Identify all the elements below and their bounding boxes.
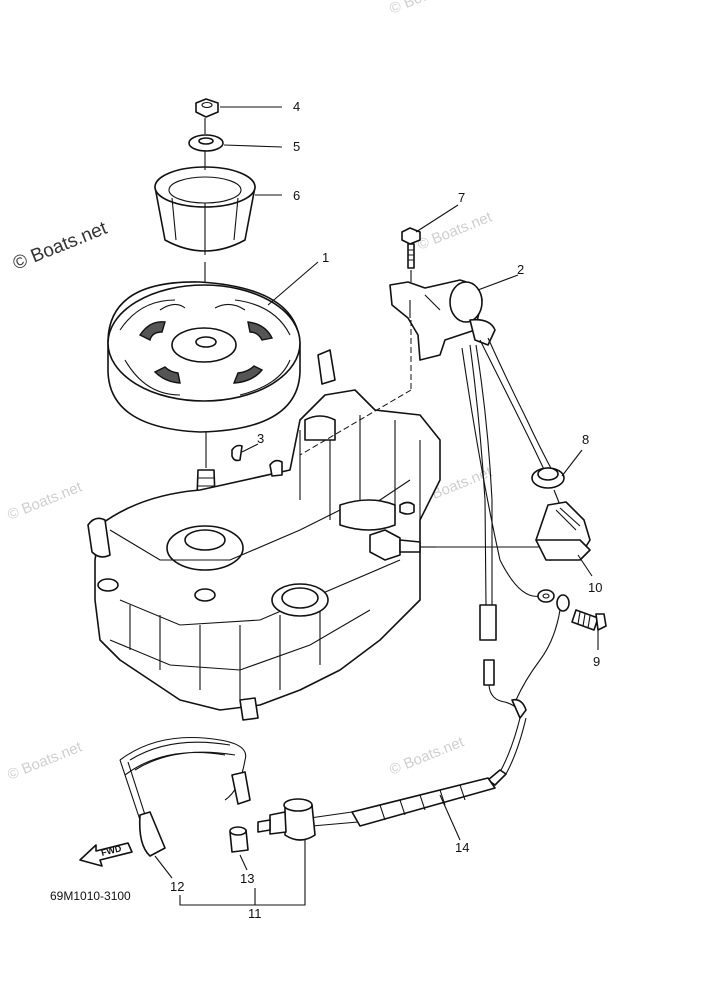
watermark-main: © Boats.net (10, 218, 111, 275)
watermark-mid-right: © Boats.net (415, 208, 495, 254)
part-4-nut (195, 98, 219, 118)
callout-13: 13 (240, 871, 254, 886)
callout-12: 12 (170, 879, 184, 894)
connectors (479, 604, 527, 775)
callout-14: 14 (455, 840, 469, 855)
callout-11: 11 (248, 906, 262, 921)
watermark-top-right: © Boats.net (387, 0, 467, 18)
fwd-arrow-icon: FWD (79, 842, 133, 867)
callout-10: 10 (588, 580, 602, 595)
callout-4: 4 (293, 99, 300, 114)
callout-6: 6 (293, 188, 300, 203)
part-13-cap (229, 826, 249, 853)
leader-lines (154, 106, 599, 906)
coil-wires (461, 337, 555, 606)
watermark-bottom-left: © Boats.net (5, 738, 85, 784)
part-3-key (231, 444, 243, 462)
callout-9: 9 (593, 654, 600, 669)
callout-2: 2 (517, 262, 524, 277)
ground-lug (537, 589, 555, 603)
callout-1: 1 (322, 250, 329, 265)
fwd-label: FWD (100, 843, 123, 858)
part-6-pulley-cup (154, 166, 256, 255)
part-5-washer (188, 134, 224, 152)
part-7-bolt (401, 227, 421, 269)
part-8-grommet (531, 467, 565, 489)
callout-numbers: 4 5 6 1 3 7 2 8 10 9 14 12 13 11 (170, 99, 602, 921)
part-14-switch-lead (309, 769, 507, 827)
callout-8: 8 (582, 432, 589, 447)
callout-3: 3 (257, 431, 264, 446)
part-12-lanyard (119, 736, 251, 857)
part-2-ignition-coil (389, 279, 496, 361)
part-1-flywheel (107, 281, 301, 433)
watermark-bottom-right: © Boats.net (387, 733, 467, 779)
part-11-stop-switch (257, 798, 316, 841)
part-9-screw (556, 594, 607, 631)
part-10-plug-cap (535, 489, 591, 561)
callout-7: 7 (458, 190, 465, 205)
callout-5: 5 (293, 139, 300, 154)
diagram-code: 69M1010-3100 (50, 889, 131, 903)
watermark-left: © Boats.net (5, 478, 85, 524)
engine-block (87, 349, 441, 721)
